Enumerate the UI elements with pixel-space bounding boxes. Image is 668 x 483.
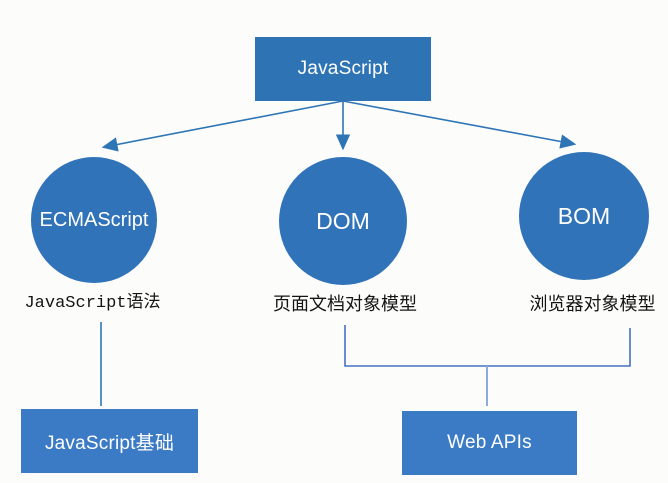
node-web-apis[interactable]: Web APIs — [402, 411, 577, 475]
arrow-root-to-ecmascript — [101, 100, 344, 152]
node-javascript[interactable]: JavaScript — [255, 37, 431, 101]
bracket-dom-bom — [344, 325, 631, 367]
node-web-apis-label: Web APIs — [447, 432, 532, 453]
node-javascript-basics[interactable]: JavaScript基础 — [21, 409, 198, 473]
node-javascript-label: JavaScript — [297, 58, 389, 79]
caption-dom: 页面文档对象模型 — [273, 294, 417, 314]
node-ecmascript-label: ECMAScript — [39, 208, 149, 231]
caption-ecmascript: JavaScript语法 — [24, 294, 161, 313]
node-dom-label: DOM — [316, 207, 370, 234]
node-bom-label: BOM — [557, 202, 611, 229]
arrow-root-to-bom — [342, 100, 577, 149]
node-dom[interactable]: DOM — [279, 157, 407, 285]
node-bom[interactable]: BOM — [519, 152, 649, 280]
node-javascript-basics-label: JavaScript基础 — [44, 432, 175, 454]
caption-bom: 浏览器对象模型 — [529, 294, 656, 314]
node-ecmascript[interactable]: ECMAScript — [31, 157, 157, 283]
